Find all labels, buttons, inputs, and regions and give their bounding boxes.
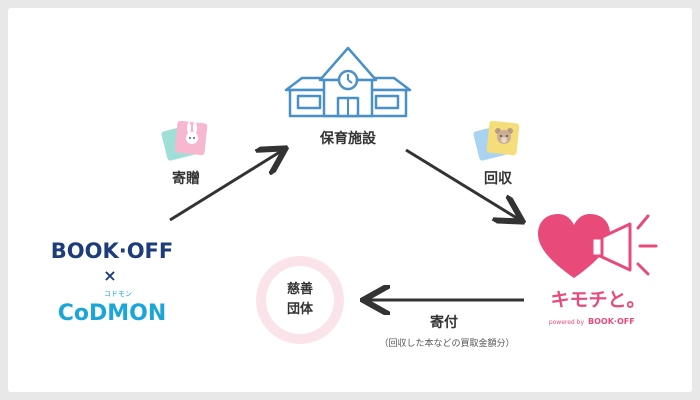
collaboration-times: × [103, 266, 117, 285]
heart-megaphone-icon [538, 214, 658, 278]
arrow-collect [405, 148, 520, 220]
bookoff-logo: BOOK·OFF [51, 239, 174, 263]
charity-line-2: 団体 [286, 302, 313, 317]
kimochi-logo-text: キモチと。 [550, 289, 645, 311]
rabbit-book-icon [161, 120, 208, 161]
give-label: 寄付 [430, 315, 458, 331]
charity-line-1: 慈善 [286, 282, 313, 297]
arrow-donate [169, 150, 283, 222]
flow-arrows [169, 8, 692, 392]
bookoff-logo-text: BOOK·OFF [51, 239, 174, 263]
codmon-logo: コドモン CoDMON [58, 290, 167, 326]
charity-label: 慈善 団体 [270, 280, 330, 320]
donate-label: 寄贈 [172, 171, 200, 187]
give-note: （回収した本などの買取金額分） [379, 339, 515, 349]
charity-circle [256, 256, 344, 344]
school-building-icon [284, 46, 412, 118]
diagram-canvas: 保育施設 寄贈 回収 BOOK·OFF × コドモン CoDMON 慈善 団体 [8, 8, 692, 392]
kimochi-logo: キモチと。 powered by BOOK·OFF [549, 289, 646, 326]
codmon-logo-text: CoDMON [58, 301, 167, 326]
bear-book-icon [473, 120, 520, 161]
powered-by-brand: BOOK·OFF [588, 317, 635, 326]
collect-label: 回収 [484, 171, 512, 187]
nursery-label: 保育施設 [320, 131, 376, 147]
codmon-kana: コドモン [104, 290, 132, 298]
powered-by-text: powered by [549, 319, 585, 326]
